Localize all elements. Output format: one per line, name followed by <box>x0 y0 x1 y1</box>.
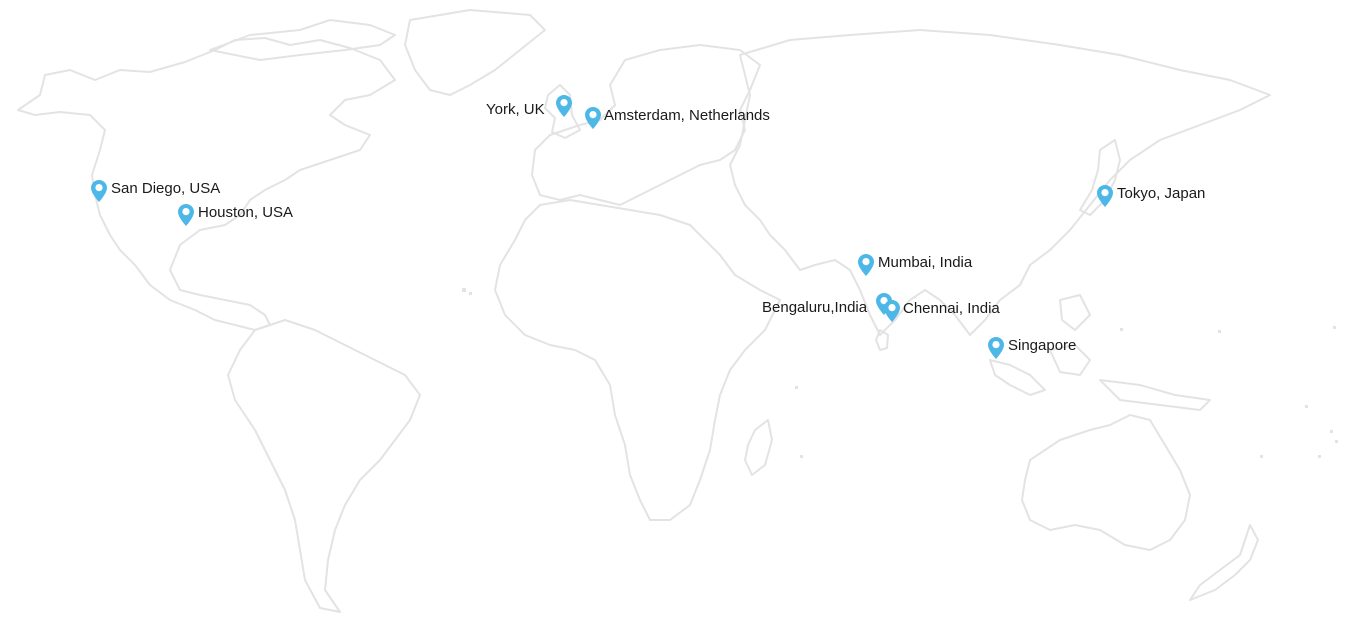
uk-outline <box>544 84 581 139</box>
houston-pin-icon[interactable] <box>177 203 195 227</box>
singapore-label: Singapore <box>1008 337 1077 354</box>
mumbai-label: Mumbai, India <box>878 254 973 271</box>
islet <box>1120 328 1123 331</box>
york-pin-icon[interactable] <box>555 94 573 118</box>
arctic-islands-outline <box>209 19 396 61</box>
southeast-asia-islands-outline <box>989 294 1211 411</box>
york-label: York, UK <box>486 101 545 118</box>
asia-outline <box>729 29 1271 336</box>
san-diego-label: San Diego, USA <box>111 180 221 197</box>
europe-outline <box>531 44 761 206</box>
islet <box>1318 455 1321 458</box>
houston-label: Houston, USA <box>198 204 294 221</box>
islet <box>795 386 798 389</box>
chennai-label: Chennai, India <box>903 300 1000 317</box>
australia-outline <box>1021 414 1191 551</box>
mumbai-pin-icon[interactable] <box>857 253 875 277</box>
islet <box>800 455 803 458</box>
japan-outline <box>1079 139 1121 216</box>
singapore-pin-icon[interactable] <box>987 336 1005 360</box>
islet <box>1335 440 1338 443</box>
amsterdam-pin-icon[interactable] <box>584 106 602 130</box>
south-america-outline <box>227 319 421 613</box>
bengaluru-label: Bengaluru,India <box>762 299 868 316</box>
islet <box>1305 405 1308 408</box>
islet <box>469 292 472 295</box>
new-zealand-outline <box>1189 524 1259 601</box>
islet <box>1333 326 1336 329</box>
madagascar-outline <box>744 419 773 476</box>
san-diego-pin-icon[interactable] <box>90 179 108 203</box>
sri-lanka-outline <box>875 329 889 351</box>
africa-outline <box>494 199 781 521</box>
greenland-outline <box>404 9 546 96</box>
islet <box>462 288 466 292</box>
islet <box>1218 330 1221 333</box>
islet <box>1330 430 1333 433</box>
amsterdam-label: Amsterdam, Netherlands <box>604 107 770 124</box>
tokyo-pin-icon[interactable] <box>1096 184 1114 208</box>
chennai-pin-icon[interactable] <box>883 299 901 323</box>
islet <box>1260 455 1263 458</box>
tokyo-label: Tokyo, Japan <box>1117 185 1206 202</box>
